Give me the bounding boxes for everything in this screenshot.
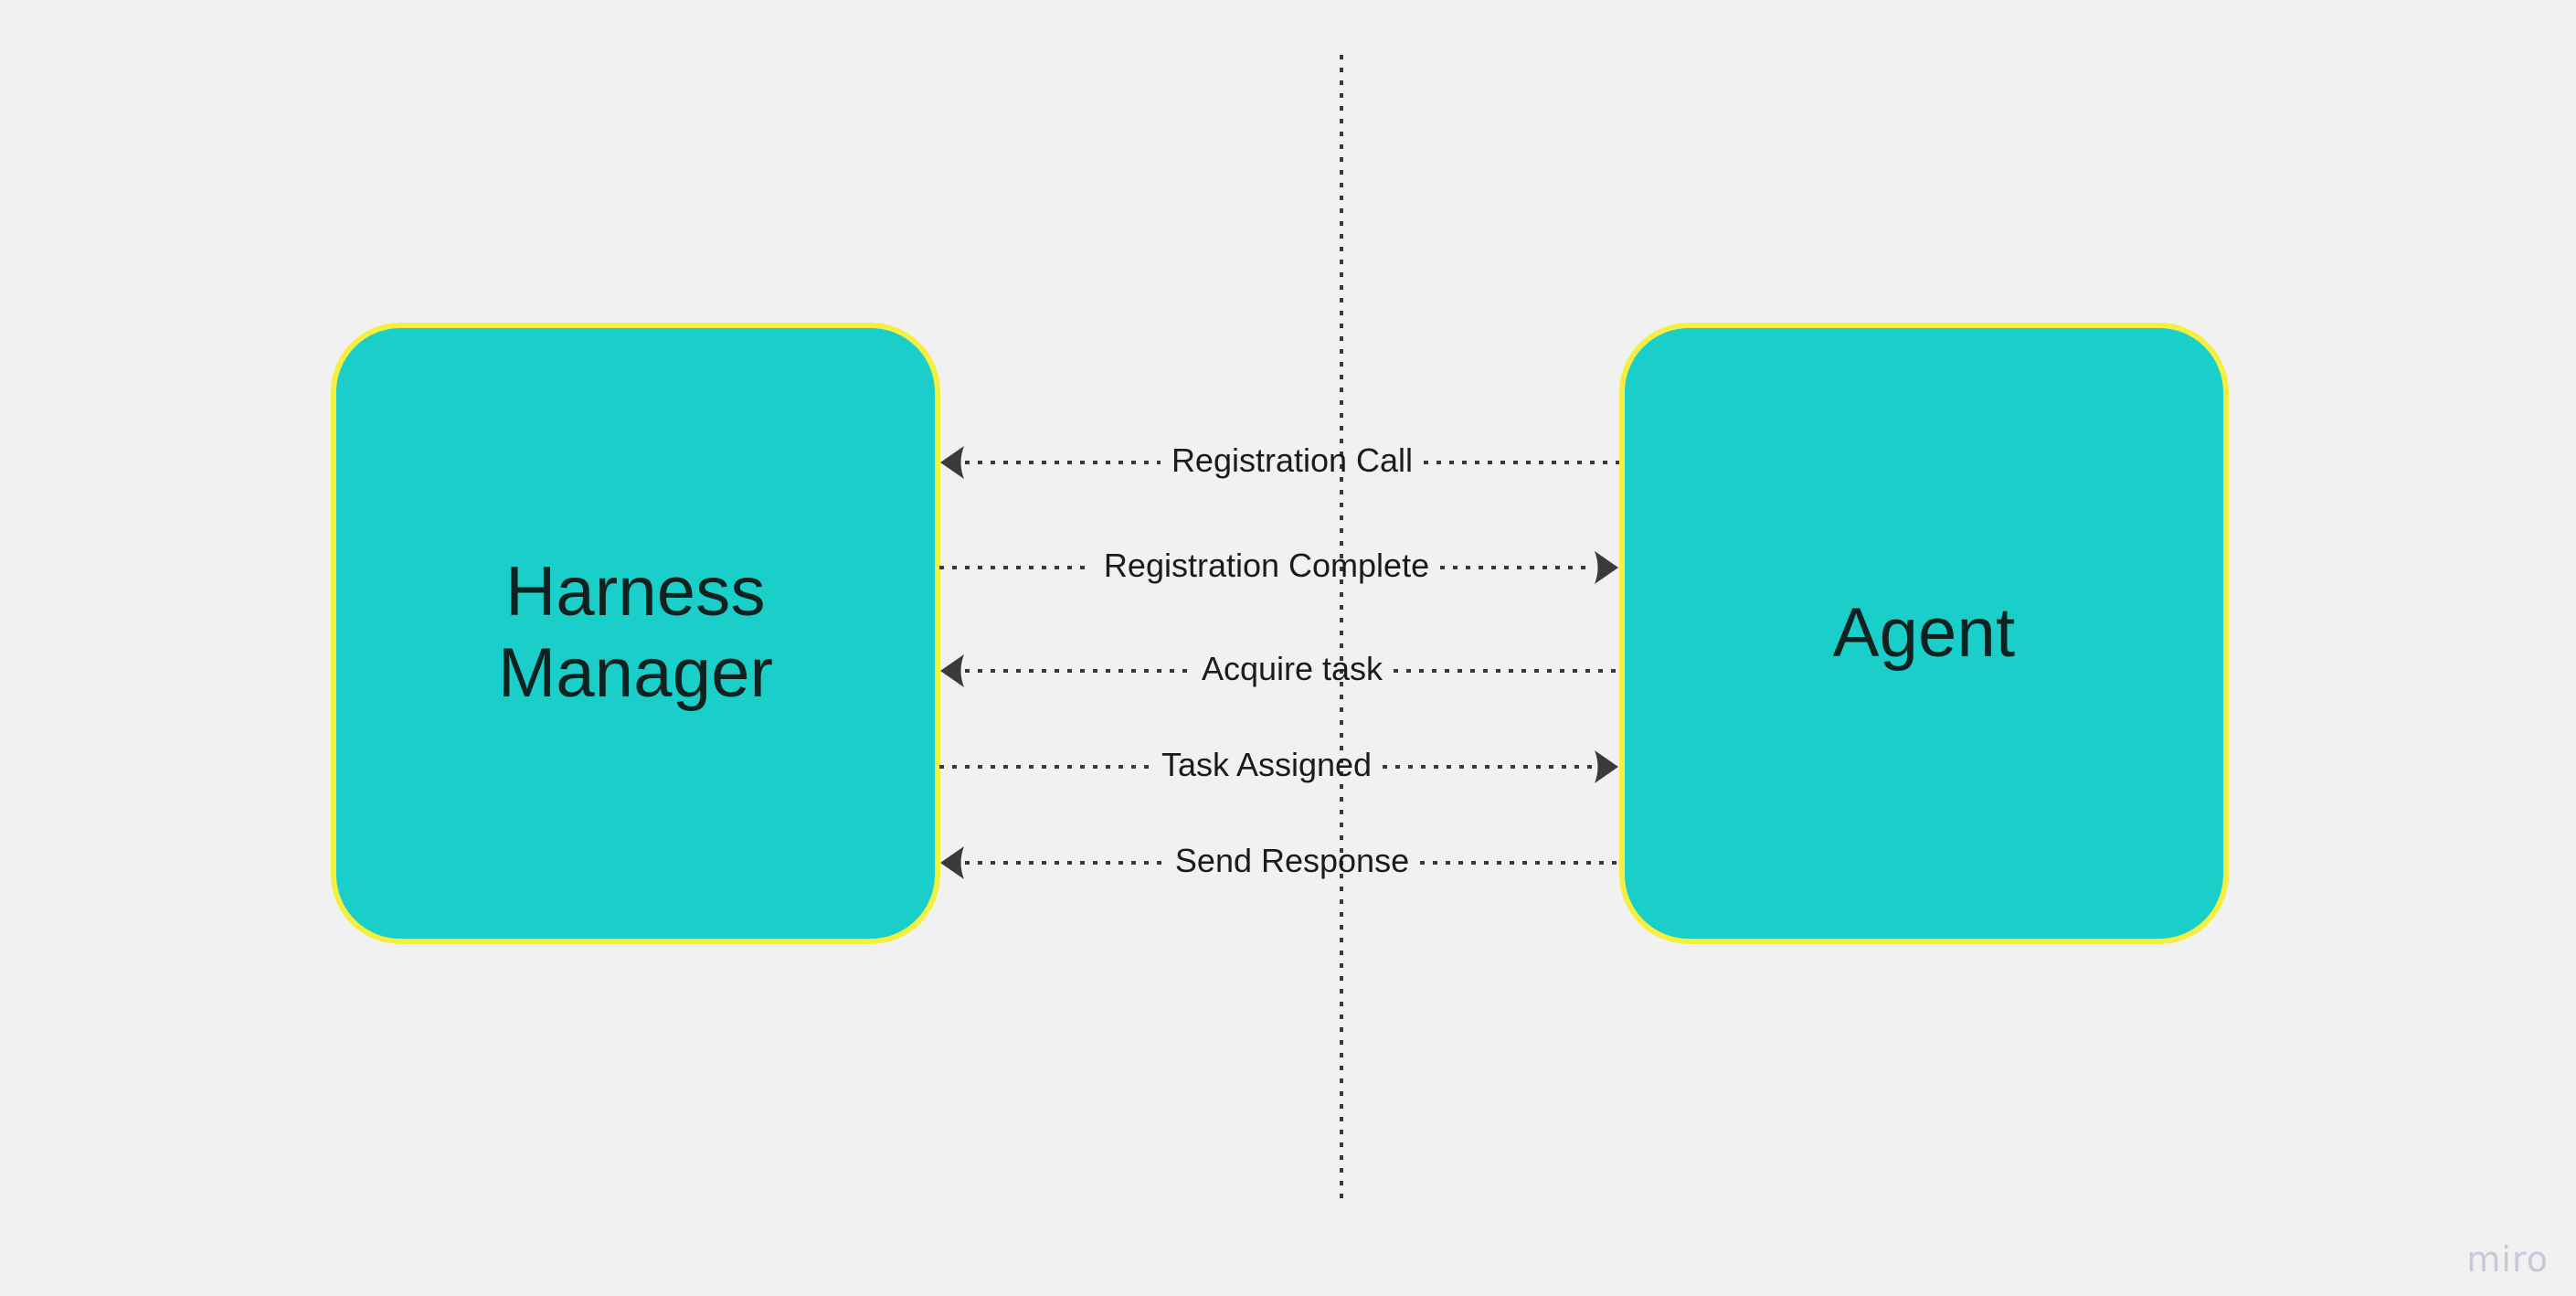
node-agent-label: Agent <box>1832 593 2016 672</box>
dotted-line-segment-left <box>939 566 1093 569</box>
message-acquire-task-label: Acquire task <box>1201 650 1383 687</box>
message-registration-complete-label: Registration Complete <box>1103 547 1430 584</box>
dotted-line-segment-left <box>939 765 1150 769</box>
dotted-line-segment-left <box>965 461 1161 464</box>
dotted-line-segment-right <box>1420 861 1619 865</box>
message-registration-call-label: Registration Call <box>1171 441 1414 479</box>
message-acquire-task[interactable]: Acquire task <box>939 653 1619 687</box>
node-harness-manager-label: Harness Manager <box>497 553 774 712</box>
arrow-left-icon <box>939 445 965 480</box>
dotted-line-segment-right <box>1440 566 1595 569</box>
arrow-right-icon <box>1594 550 1619 585</box>
dotted-line-segment-right <box>1424 461 1619 464</box>
arrow-right-icon <box>1594 749 1619 784</box>
miro-watermark: miro <box>2466 1239 2549 1280</box>
message-task-assigned-label: Task Assigned <box>1161 746 1373 783</box>
node-agent[interactable]: Agent <box>1619 323 2229 944</box>
dotted-line-segment-right <box>1383 765 1595 769</box>
dotted-line-segment-left <box>965 861 1164 865</box>
message-registration-call[interactable]: Registration Call <box>939 444 1619 479</box>
vertical-dotted-divider <box>1340 55 1343 1202</box>
message-send-response[interactable]: Send Response <box>939 845 1619 879</box>
arrow-left-icon <box>939 653 965 688</box>
dotted-line-segment-right <box>1394 669 1619 673</box>
message-registration-complete[interactable]: Registration Complete <box>939 549 1619 584</box>
node-harness-manager[interactable]: Harness Manager <box>331 323 940 944</box>
message-send-response-label: Send Response <box>1174 842 1410 879</box>
arrow-left-icon <box>939 845 965 880</box>
dotted-line-segment-left <box>965 669 1191 673</box>
message-task-assigned[interactable]: Task Assigned <box>939 749 1619 783</box>
